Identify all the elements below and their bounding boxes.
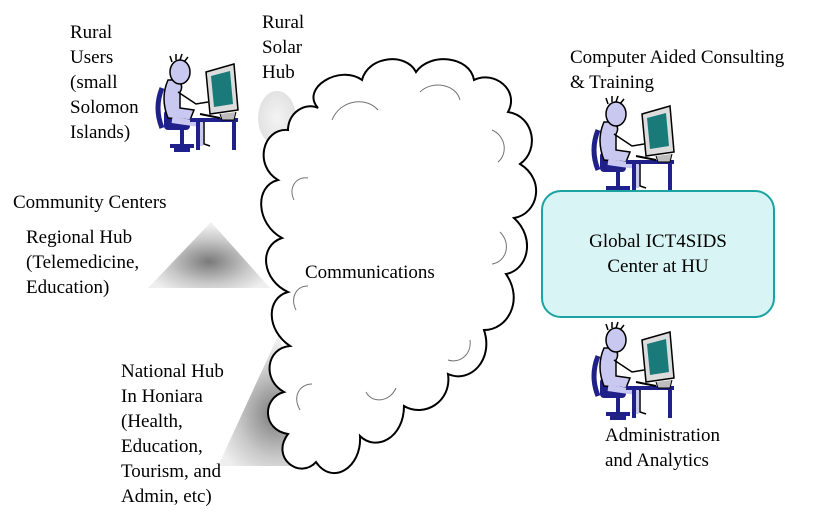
national-hub-label: National Hub In Honiara (Health, Educati… [121, 361, 224, 507]
administration-label: Administration and Analytics [605, 425, 721, 471]
global-center-box: Global ICT4SIDS Center at HU [541, 190, 775, 318]
cloud-label: Communications [305, 262, 435, 283]
consulting-user-computer-icon [594, 96, 674, 192]
cloud-icon [260, 58, 538, 475]
consulting-label: Computer Aided Consulting & Training [570, 47, 785, 93]
global-center-label: Global ICT4SIDS Center at HU [589, 231, 727, 277]
rural-solar-hub-label: Rural Solar Hub [262, 12, 305, 83]
community-centers-label: Community Centers [13, 192, 167, 213]
regional-hub-pyramid-icon [148, 222, 270, 288]
rural-users-label: Rural Users (small Solomon Islands) [70, 22, 139, 143]
rural-user-computer-icon [158, 54, 238, 150]
regional-hub-label: Regional Hub (Telemedicine, Education) [26, 227, 140, 298]
admin-user-computer-icon [594, 322, 674, 418]
